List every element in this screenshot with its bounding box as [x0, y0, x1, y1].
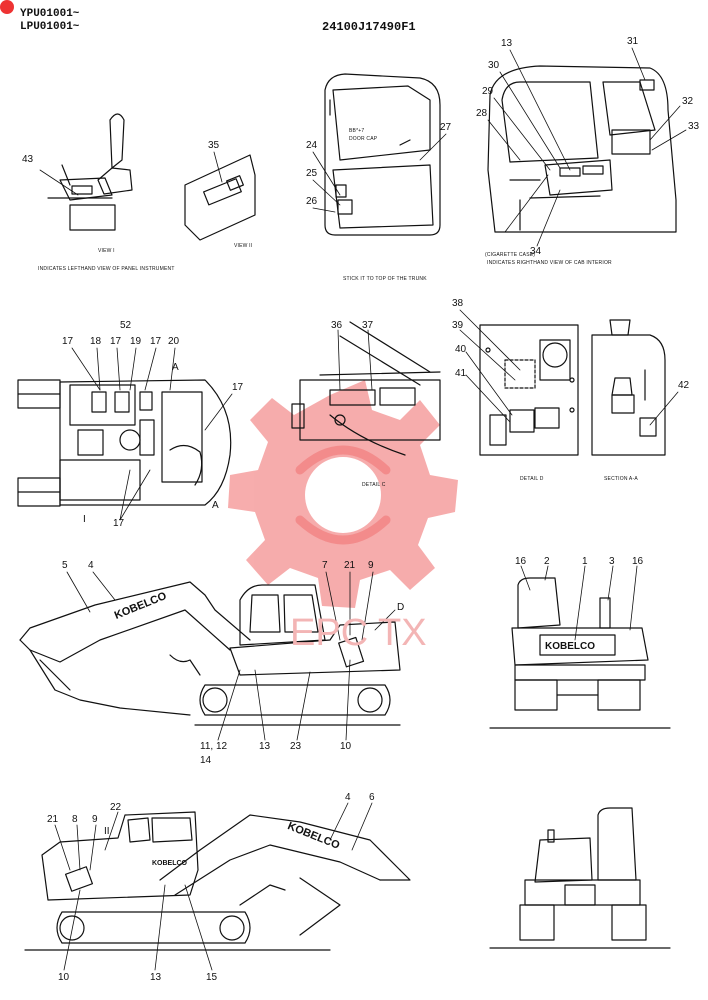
switch-panel-view [184, 154, 256, 241]
callout-21: 21 [344, 560, 356, 571]
callout-1: 1 [582, 556, 588, 567]
side-view-excavator-left [19, 581, 401, 726]
seat-view [47, 113, 133, 231]
callout-a-section: A [172, 362, 179, 373]
callout-31: 31 [627, 36, 639, 47]
callout-13: 13 [501, 38, 513, 49]
callout-20: 20 [168, 336, 180, 347]
serial-range-1: YPU01001~ [20, 8, 80, 20]
callout-11-12: 11, 12 [200, 741, 228, 752]
callout-5: 5 [62, 560, 68, 571]
callout-13-b: 13 [259, 741, 271, 752]
callout-9: 9 [368, 560, 374, 571]
callout-42: 42 [678, 380, 690, 391]
caption-detail-d: DETAIL D [520, 476, 544, 482]
door-label-2: DOOR CAP [349, 136, 378, 142]
callout-39: 39 [452, 320, 464, 331]
callout-38: 38 [452, 298, 464, 309]
callout-15: 15 [206, 972, 218, 983]
callout-37: 37 [362, 320, 374, 331]
callout-33: 33 [688, 121, 700, 132]
caption-stick-note: STICK IT TO TOP OF THE TRUNK [343, 276, 427, 282]
callout-14: 14 [200, 755, 212, 766]
callout-4-b: 4 [345, 792, 351, 803]
callout-35: 35 [208, 140, 220, 151]
caption-view-i: VIEW I [98, 248, 115, 254]
brand-logo-corner [0, 0, 14, 14]
callout-3: 3 [609, 556, 615, 567]
rear-logo: KOBELCO [545, 641, 595, 652]
callout-18: 18 [90, 336, 102, 347]
serial-range-2: LPU01001~ [20, 21, 80, 33]
callout-view-ii-arrow: II [104, 826, 110, 837]
watermark-arcs [295, 445, 391, 545]
callout-41: 41 [455, 368, 467, 379]
caption-view-ii: VIEW II [234, 243, 253, 249]
detail-c-view [291, 321, 441, 456]
cab-interior-view [487, 65, 677, 233]
callout-52: 52 [120, 320, 132, 331]
callout-26: 26 [306, 196, 318, 207]
callout-43: 43 [22, 154, 34, 165]
body-logo-right: KOBELCO [152, 860, 187, 867]
callout-a-section-2: A [212, 500, 219, 511]
callout-17-d: 17 [232, 382, 244, 393]
callout-2: 2 [544, 556, 550, 567]
section-aa-view [591, 319, 666, 456]
callout-17-c: 17 [150, 336, 162, 347]
callout-27: 27 [440, 122, 452, 133]
callout-6: 6 [369, 792, 375, 803]
callout-17-b: 17 [110, 336, 122, 347]
watermark-gear [228, 380, 458, 608]
side-view-excavator-right [24, 811, 411, 951]
callout-9-b: 9 [92, 814, 98, 825]
callout-23: 23 [290, 741, 302, 752]
callout-21-b: 21 [47, 814, 59, 825]
callout-29: 29 [482, 86, 494, 97]
drawing-number: 24100J17490F1 [322, 20, 416, 34]
detail-d-view [479, 324, 579, 456]
caption-view-i-note: INDICATES LEFTHAND VIEW OF PANEL INSTRUM… [38, 266, 175, 272]
callout-view-i-arrow: I [83, 514, 86, 525]
callout-10-b: 10 [58, 972, 70, 983]
callout-32: 32 [682, 96, 694, 107]
callout-16-a: 16 [515, 556, 527, 567]
caption-section-aa: SECTION A-A [604, 476, 638, 482]
callout-17-e: 17 [113, 518, 125, 529]
callout-24: 24 [306, 140, 318, 151]
caption-cigarette: (CIGARETTE CASE) [485, 252, 536, 258]
callout-13-c: 13 [150, 972, 162, 983]
callout-16-b: 16 [632, 556, 644, 567]
caption-view-ii-note: INDICATES RIGHTHAND VIEW OF CAB INTERIOR [487, 260, 612, 266]
callout-7: 7 [322, 560, 328, 571]
callout-17-a: 17 [62, 336, 74, 347]
callout-34: 34 [530, 246, 542, 257]
watermark-text: EPC TX [290, 612, 427, 654]
callout-19: 19 [130, 336, 142, 347]
callout-40: 40 [455, 344, 467, 355]
front-view-excavator [489, 807, 671, 949]
callout-d-detail: D [397, 602, 405, 613]
callout-8: 8 [72, 814, 78, 825]
callout-28: 28 [476, 108, 488, 119]
callout-36: 36 [331, 320, 343, 331]
callout-10: 10 [340, 741, 352, 752]
door-label-1: BB*+7 [349, 128, 365, 134]
callout-22: 22 [110, 802, 122, 813]
callout-30: 30 [488, 60, 500, 71]
callout-25: 25 [306, 168, 318, 179]
callout-4: 4 [88, 560, 94, 571]
caption-detail-c: DETAIL C [362, 482, 386, 488]
cab-door-view [324, 73, 441, 236]
leader-lines [39, 47, 687, 971]
top-view-upper-structure [17, 379, 232, 507]
